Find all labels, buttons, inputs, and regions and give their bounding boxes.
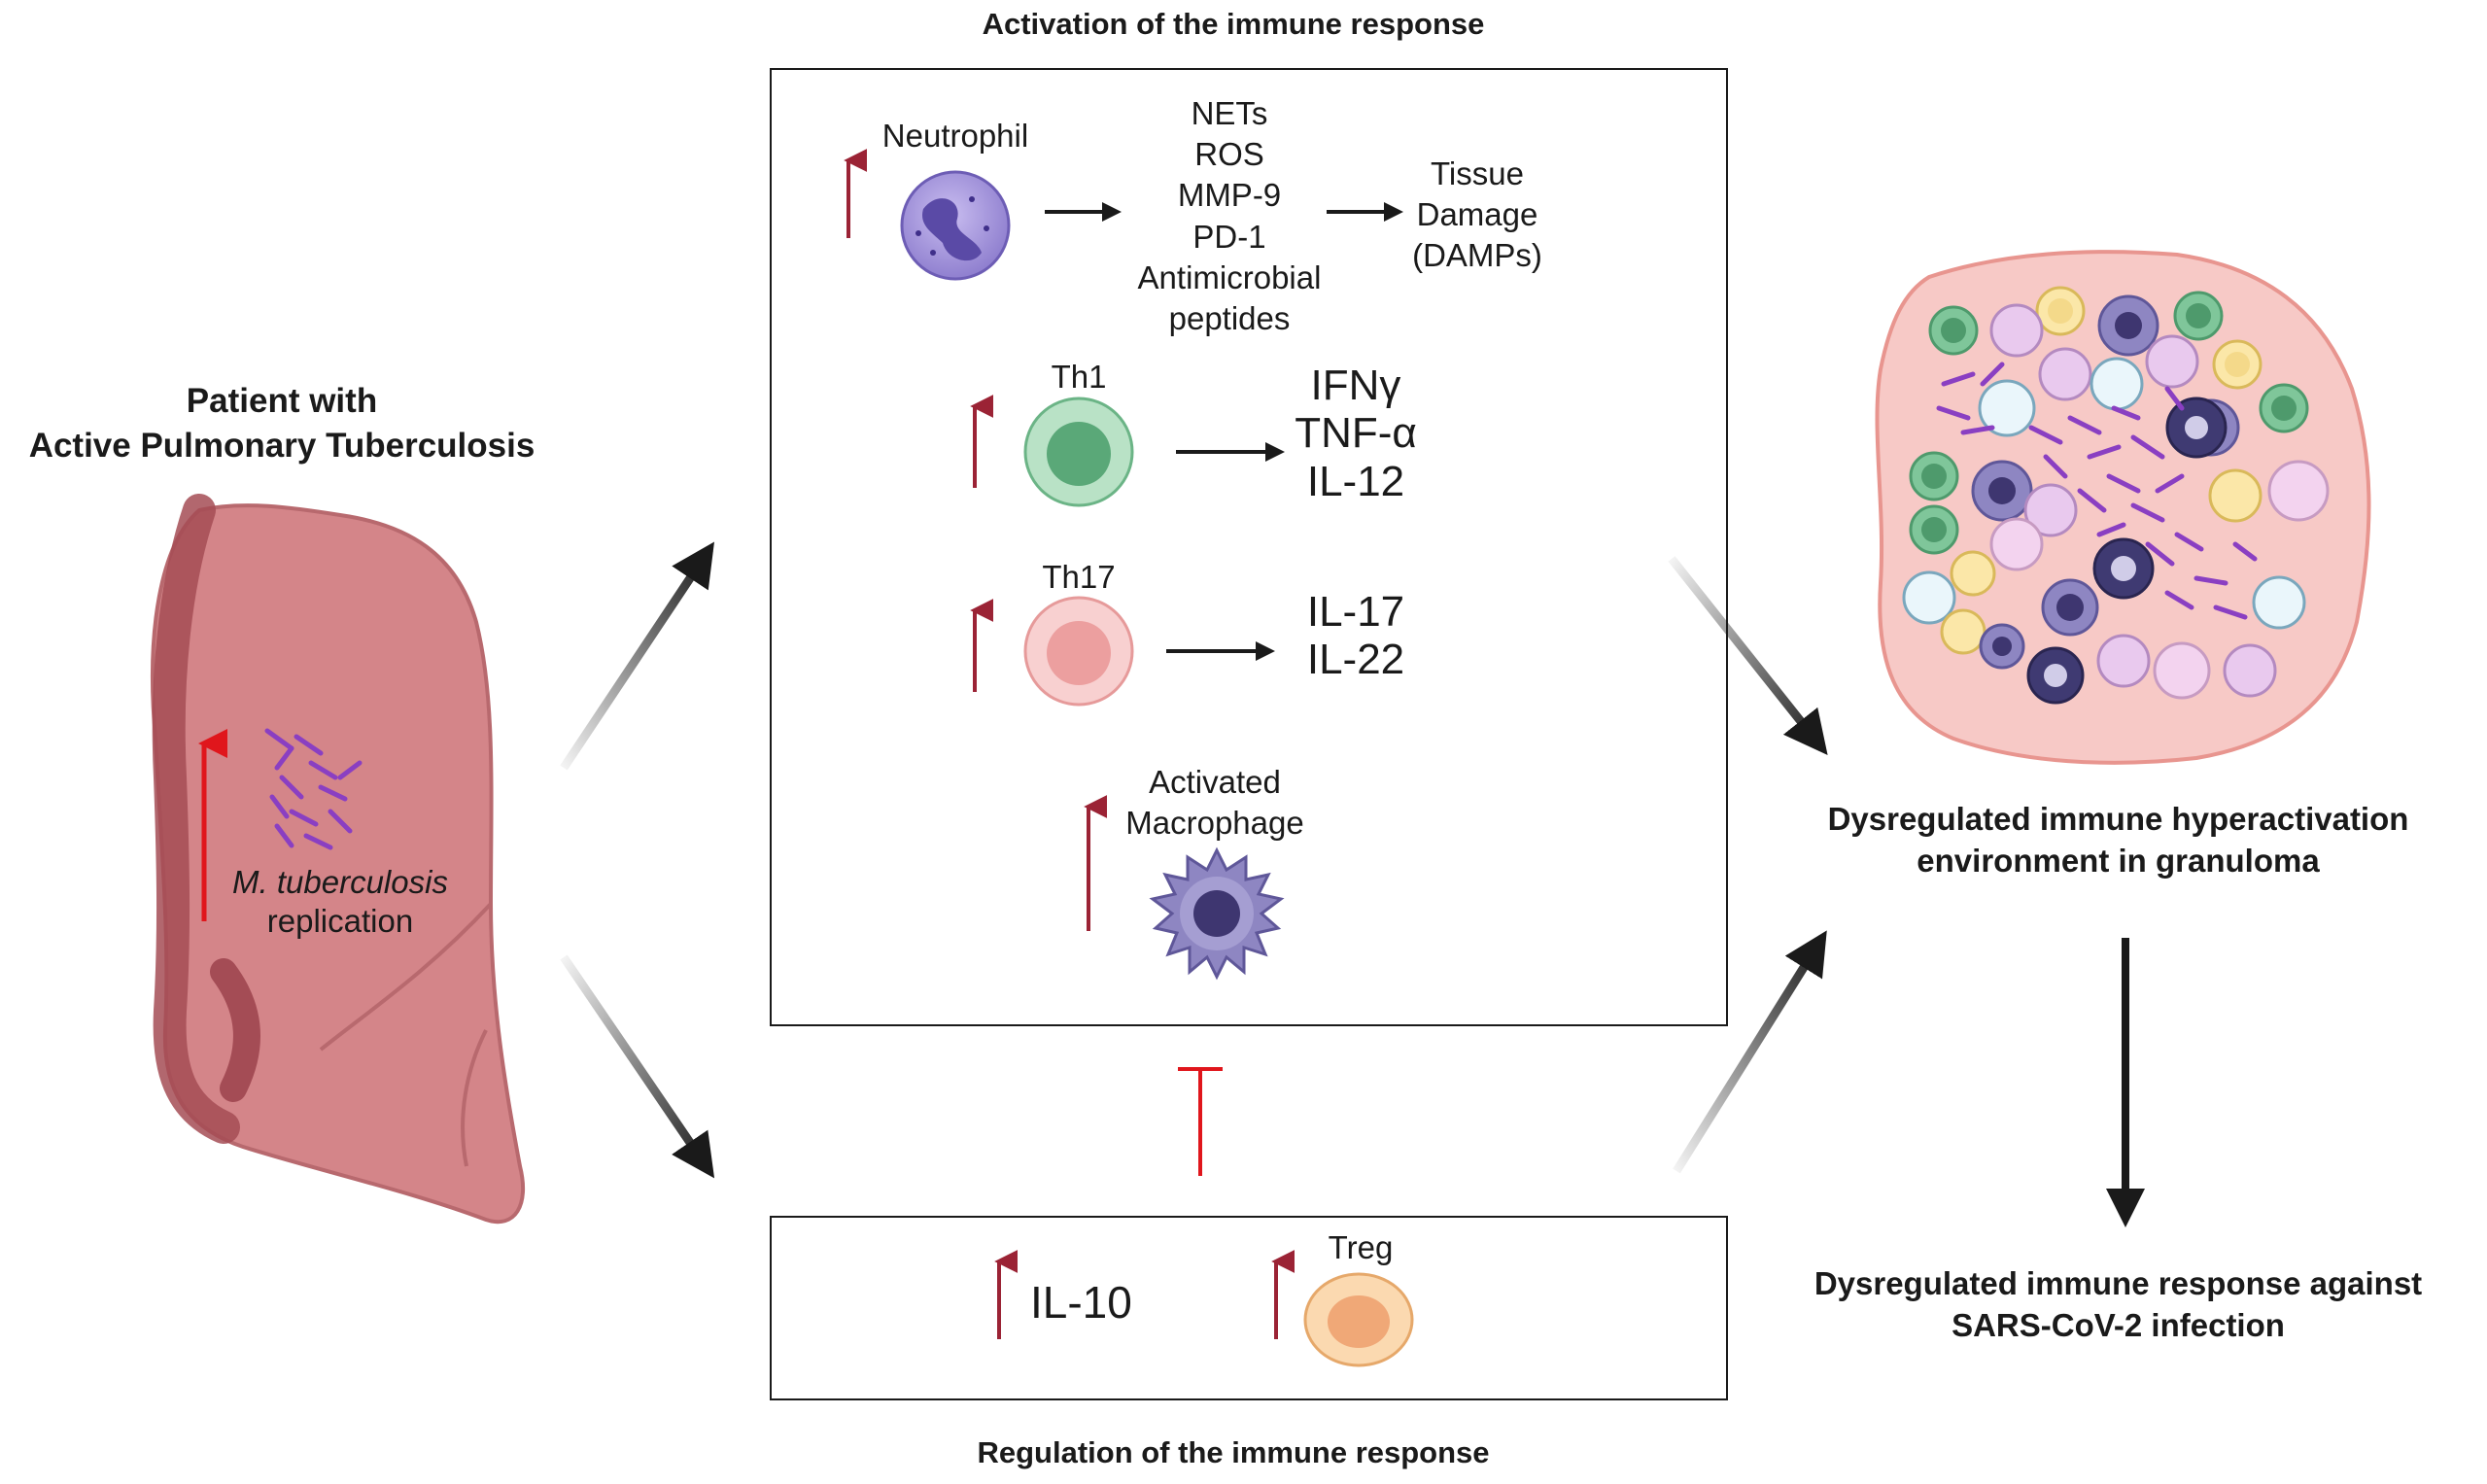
product-peptides: peptides	[1168, 300, 1291, 337]
regulation-box	[770, 1216, 1728, 1400]
macrophage-line1: Activated	[1149, 764, 1281, 800]
product-tnfa: TNF-α	[1295, 409, 1417, 458]
lung-illustration	[151, 494, 526, 1225]
product-nets: NETs	[1191, 95, 1268, 131]
neutrophil-label: Neutrophil	[881, 118, 1029, 154]
activation-title: Activation of the immune response	[982, 7, 1485, 41]
macrophage-label: Activated Macrophage	[1108, 762, 1322, 844]
bacteria-cluster-icon	[264, 728, 363, 850]
lung-label-species: M. tuberculosis	[232, 864, 448, 900]
product-pd1: PD-1	[1192, 218, 1266, 255]
product-il17: IL-17	[1306, 588, 1405, 636]
arrow-to-activation-icon	[560, 541, 714, 771]
granuloma-bacteria-icon	[1936, 362, 2258, 620]
sars-outcome-label: Dysregulated immune response against SAR…	[1749, 1263, 2487, 1347]
lung-label: M. tuberculosis replication	[209, 863, 471, 940]
macrophage-line2: Macrophage	[1125, 805, 1304, 842]
granuloma-outcome-label: Dysregulated immune hyperactivation envi…	[1749, 799, 2487, 882]
product-mmp9: MMP-9	[1177, 177, 1282, 214]
sars-line2: SARS-CoV-2 infection	[1952, 1306, 2285, 1343]
inhibition-bar-icon	[1178, 1067, 1223, 1176]
product-ifng: IFNγ	[1310, 362, 1401, 409]
neutrophil-products: NETs ROS MMP-9 PD-1 Antimicrobial peptid…	[1108, 93, 1351, 339]
regulation-title: Regulation of the immune response	[977, 1435, 1490, 1469]
treg-label: Treg	[1328, 1229, 1394, 1265]
granuloma-line2: environment in granuloma	[1917, 842, 2320, 879]
arrow-to-regulation-icon	[560, 954, 715, 1179]
th17-cell-icon	[1023, 596, 1134, 707]
damps-line: (DAMPs)	[1412, 237, 1542, 274]
lung-label-process: replication	[266, 902, 414, 939]
product-il22: IL-22	[1306, 636, 1405, 684]
th1-label: Th1	[1051, 359, 1107, 395]
granuloma-line1: Dysregulated immune hyperactivation	[1827, 801, 2409, 837]
th17-label: Th17	[1042, 559, 1116, 595]
sars-line1: Dysregulated immune response against	[1813, 1265, 2423, 1301]
granuloma-illustration	[1875, 250, 2371, 765]
tissue-damage-label: Tissue Damage (DAMPs)	[1390, 154, 1565, 277]
arrow-to-granuloma-icon	[1668, 556, 1828, 756]
th1-products: IFNγ TNF-α IL-12	[1263, 362, 1448, 505]
th1-cell-icon	[1023, 397, 1134, 507]
product-il12: IL-12	[1306, 457, 1405, 505]
neutrophil-icon	[900, 170, 1011, 281]
arrow-regulation-to-granuloma-icon	[1673, 930, 1827, 1174]
patient-title: Patient with Active Pulmonary Tuberculos…	[0, 379, 564, 467]
patient-title-line1: Patient with	[186, 382, 378, 420]
tissue-line: Tissue	[1431, 155, 1524, 191]
activation-box	[770, 68, 1728, 1026]
il10-label: IL-10	[1030, 1277, 1132, 1328]
patient-title-line2: Active Pulmonary Tuberculosis	[28, 426, 535, 465]
treg-cell-icon	[1303, 1272, 1414, 1367]
damage-line: Damage	[1416, 196, 1538, 233]
product-ros: ROS	[1194, 136, 1264, 173]
macrophage-icon	[1149, 846, 1285, 981]
product-antimicrobial: Antimicrobial	[1137, 259, 1322, 295]
th17-products: IL-17 IL-22	[1263, 588, 1448, 684]
